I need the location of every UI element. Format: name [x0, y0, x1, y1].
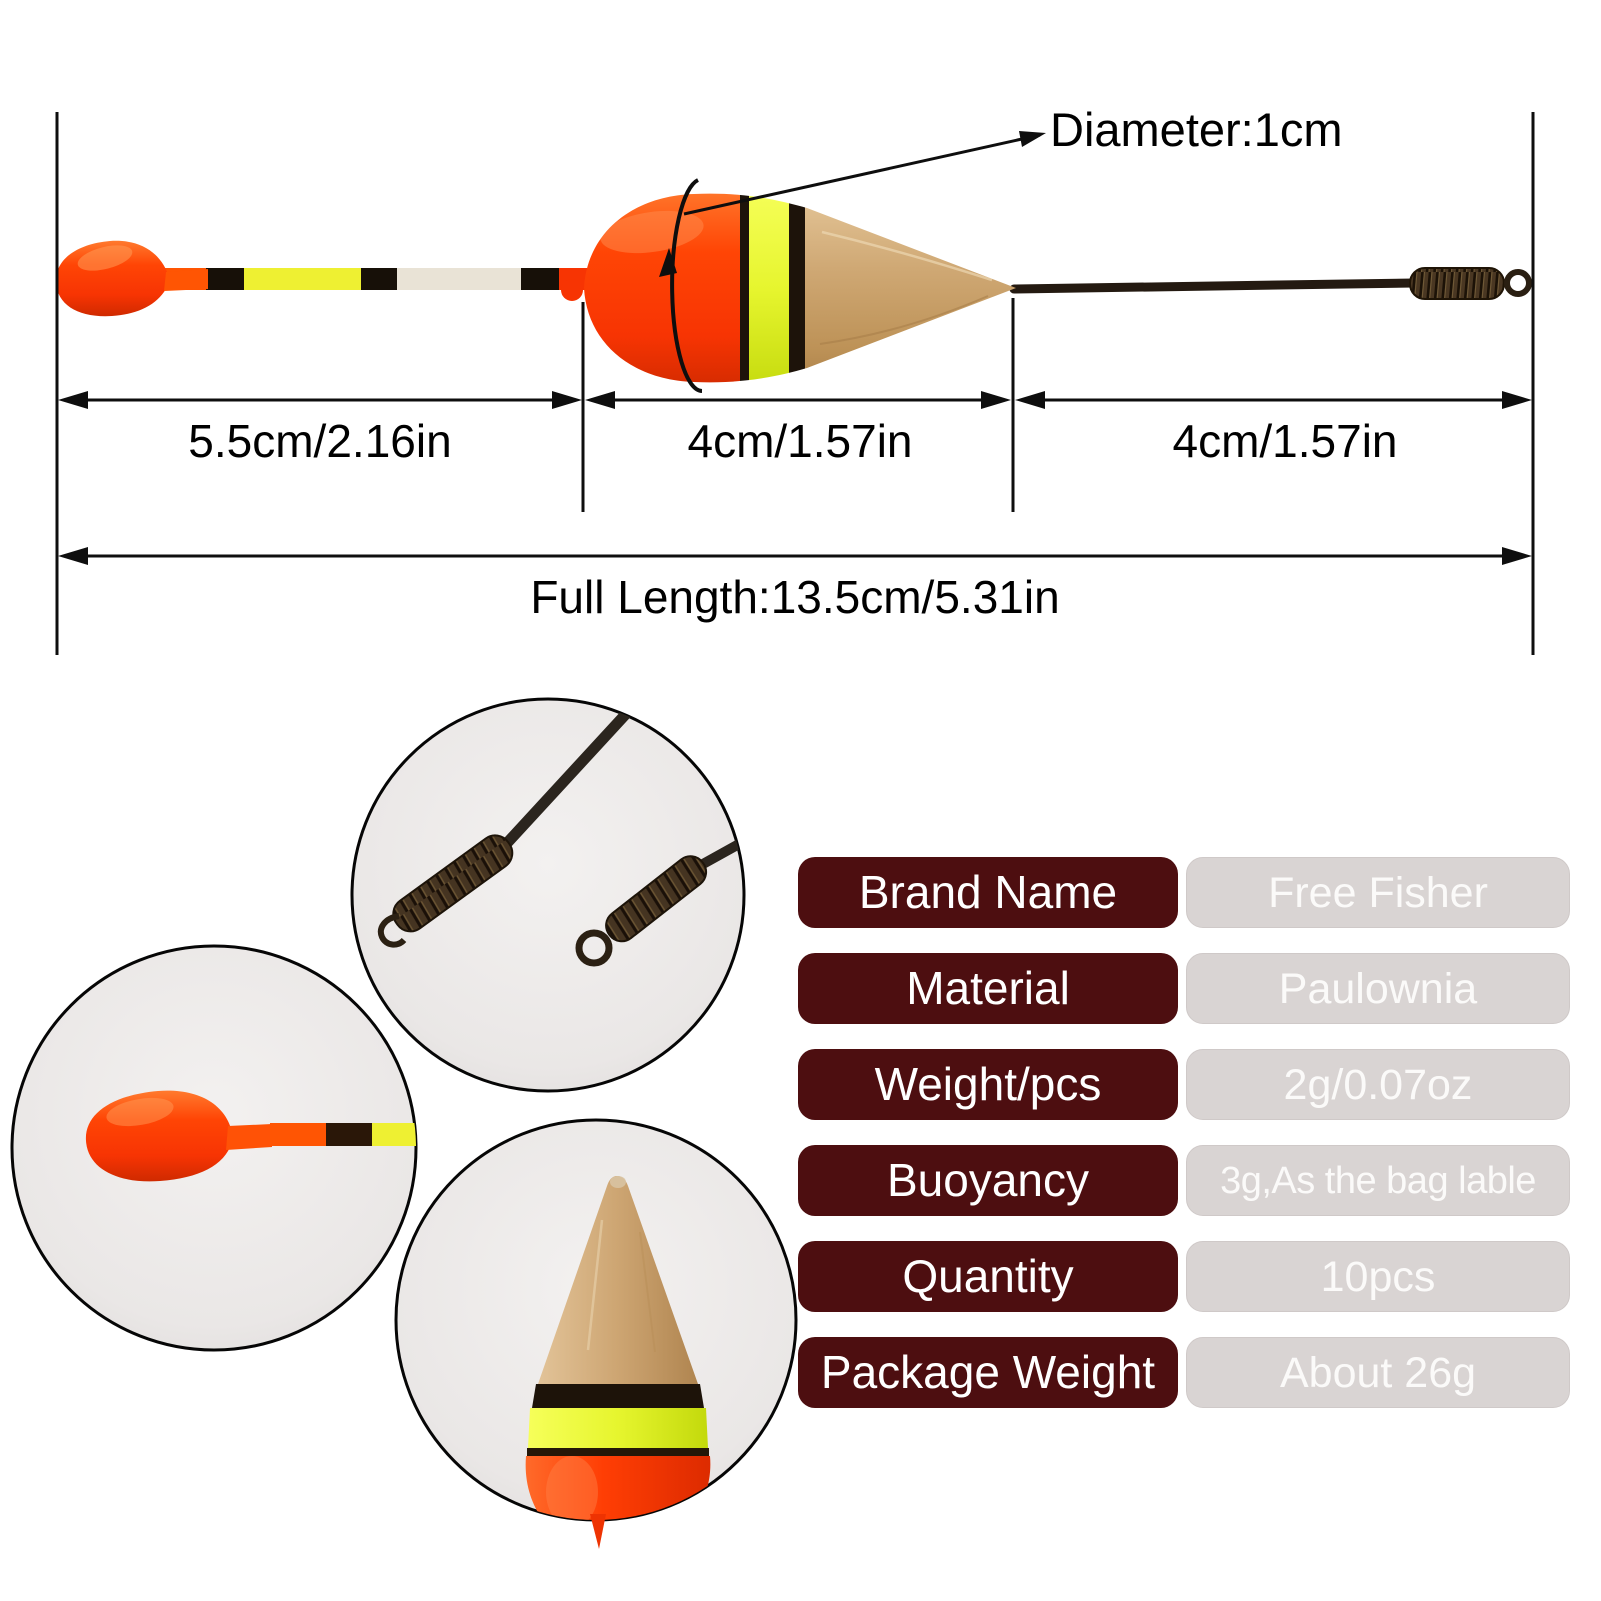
- detail-circle-cone: [394, 1118, 798, 1549]
- spring-closeup-coil2: [605, 855, 708, 943]
- dimension-lines: [55, 112, 1535, 655]
- spec-row: Quantity 10pcs: [798, 1241, 1570, 1312]
- spec-value: Free Fisher: [1186, 857, 1570, 928]
- segment-label-tip: 5.5cm/2.16in: [188, 415, 452, 467]
- spec-value: 2g/0.07oz: [1186, 1049, 1570, 1120]
- spring-closeup-eyelet: [575, 929, 613, 967]
- spec-value: Paulownia: [1186, 953, 1570, 1024]
- spec-label: Weight/pcs: [798, 1049, 1178, 1120]
- diameter-callout: [659, 131, 1046, 393]
- spec-row: Material Paulownia: [798, 953, 1570, 1024]
- spec-label: Package Weight: [798, 1337, 1178, 1408]
- segment-label-body: 4cm/1.57in: [687, 415, 913, 467]
- connector-knob: [561, 279, 583, 301]
- diameter-arc: [670, 178, 703, 393]
- spring-closeup-coil1: [392, 834, 514, 933]
- cone-closeup-wood: [538, 1176, 698, 1384]
- arrow-full-length: [58, 547, 1532, 565]
- cone-closeup-red-body: [525, 1456, 711, 1520]
- stem-spring: [1409, 267, 1505, 300]
- spec-row: Buoyancy 3g,As the bag lable: [798, 1145, 1570, 1216]
- full-length-label: Full Length:13.5cm/5.31in: [530, 571, 1060, 623]
- teardrop-tip: [55, 240, 208, 317]
- arrow-segment-stem: [1015, 391, 1532, 409]
- spec-value: 10pcs: [1186, 1241, 1570, 1312]
- segment-label-stem: 4cm/1.57in: [1172, 415, 1398, 467]
- spec-value: About 26g: [1186, 1337, 1570, 1408]
- spec-label: Buoyancy: [798, 1145, 1178, 1216]
- cone-closeup-bottom-nub: [590, 1514, 606, 1549]
- diameter-label: Diameter:1cm: [1050, 103, 1343, 156]
- spec-row: Package Weight About 26g: [798, 1337, 1570, 1408]
- cone-closeup-yellow-band: [528, 1408, 708, 1448]
- spec-row: Brand Name Free Fisher: [798, 857, 1570, 928]
- spec-label: Quantity: [798, 1241, 1178, 1312]
- detail-circle-spring: [350, 697, 746, 1093]
- spec-value: 3g,As the bag lable: [1186, 1145, 1570, 1216]
- spec-row: Weight/pcs 2g/0.07oz: [798, 1049, 1570, 1120]
- stem-eyelet: [1504, 269, 1532, 297]
- spec-label: Material: [798, 953, 1178, 1024]
- spring-closeup-hook: [378, 913, 407, 948]
- detail-circle-tip: [10, 944, 418, 1352]
- arrow-segment-body: [585, 391, 1011, 409]
- arrow-segment-tip: [58, 391, 582, 409]
- cone-closeup-black-band: [532, 1384, 704, 1408]
- keel-stem: [1009, 267, 1532, 300]
- spec-label: Brand Name: [798, 857, 1178, 928]
- spring-closeup-rod1: [502, 699, 654, 848]
